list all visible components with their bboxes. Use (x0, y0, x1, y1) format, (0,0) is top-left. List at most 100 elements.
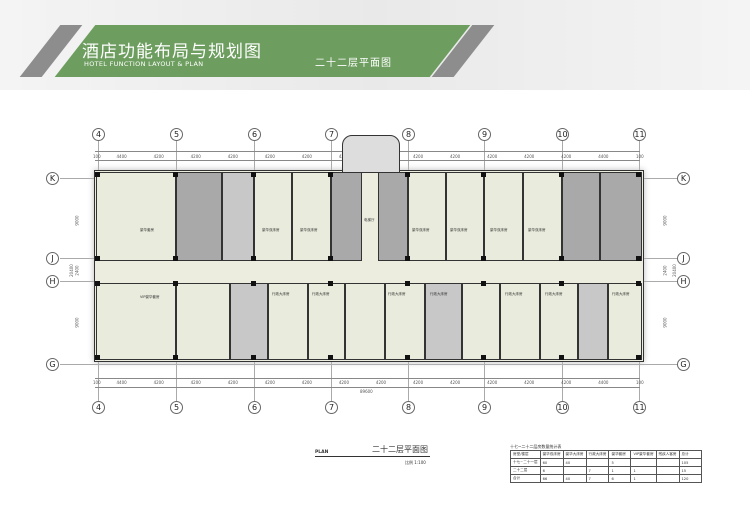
dimension-top: 4200 (524, 154, 535, 159)
dimension-top: 4200 (412, 154, 424, 159)
floor-cell: 二十二层 (510, 466, 541, 475)
structural-column (328, 355, 333, 360)
side-dimension: 20400 (68, 264, 74, 277)
structural-column (481, 172, 486, 177)
axis-bubble-right: K (677, 172, 690, 185)
room (96, 283, 176, 360)
dimension-top: 4200 (301, 154, 312, 159)
dim-line (95, 387, 640, 388)
count-cell (630, 458, 657, 467)
axis-line (60, 364, 680, 365)
dimension-top: 4200 (153, 154, 164, 159)
room-label: 豪华双床房 (412, 228, 430, 232)
structural-column (559, 256, 564, 261)
structural-column (95, 172, 100, 177)
room (500, 283, 540, 360)
room-label: 豪华双床房 (262, 228, 280, 232)
axis-bubble-top: 6 (248, 128, 261, 141)
room (176, 172, 222, 261)
structural-column (636, 281, 641, 286)
axis-bubble-top: 10 (556, 128, 569, 141)
dimension-top: 100 (636, 154, 644, 159)
structural-column (173, 281, 178, 286)
dimension-bottom: 4400 (598, 380, 609, 385)
room (378, 172, 408, 261)
dimension-bottom: 4400 (116, 380, 127, 385)
total-dimension: 89600 (362, 145, 375, 150)
room-label: 行政大床房 (612, 292, 630, 296)
dimension-top: 4200 (190, 154, 201, 159)
count-cell: 1 (630, 466, 657, 475)
dimension-bottom: 100 (93, 380, 101, 385)
room (600, 172, 642, 261)
dimension-top: 100 (93, 154, 101, 159)
dimension-bottom: 4200 (487, 380, 498, 385)
dimension-top: 4200 (227, 154, 238, 159)
room-table-title: 十七~二十二层房数量统计表 (510, 444, 562, 449)
table-header: 行政大床房 (585, 450, 610, 459)
room-label: 行政大床房 (388, 292, 406, 296)
structural-column (173, 355, 178, 360)
building-outline (94, 170, 644, 362)
corridor (96, 261, 642, 283)
axis-bubble-top: 4 (92, 128, 105, 141)
structural-column (559, 281, 564, 286)
count-cell (562, 466, 587, 475)
structural-column (173, 256, 178, 261)
structural-column (636, 355, 641, 360)
structural-column (95, 355, 100, 360)
axis-bubble-right: J (677, 252, 690, 265)
axis-bubble-bottom: 11 (633, 401, 646, 414)
count-cell: 60 (539, 458, 564, 467)
room-label: 行政大床房 (505, 292, 523, 296)
structural-column (95, 256, 100, 261)
structural-column (481, 355, 486, 360)
dimension-top: 4200 (487, 154, 498, 159)
dimension-bottom: 4200 (450, 380, 461, 385)
dimension-bottom: 100 (636, 380, 644, 385)
side-dimension: 20400 (671, 264, 677, 277)
axis-line (98, 141, 99, 401)
table-header: 豪华大床房 (562, 450, 587, 459)
side-dimension: 9000 (74, 215, 80, 226)
dimension-bottom: 4200 (338, 380, 350, 385)
axis-line (60, 258, 680, 259)
room (425, 283, 462, 360)
count-cell: 40 (562, 458, 587, 467)
side-dimension: 9000 (74, 317, 80, 328)
axis-line (254, 141, 255, 401)
dimension-top: 4200 (450, 154, 461, 159)
axis-bubble-bottom: 4 (92, 401, 105, 414)
structural-column (405, 281, 410, 286)
structural-column (95, 281, 100, 286)
room (408, 172, 446, 261)
axis-bubble-left: J (46, 252, 59, 265)
count-cell (655, 458, 680, 467)
side-dimension: 9000 (662, 215, 668, 226)
room-label: 豪华双床房 (450, 228, 468, 232)
axis-bubble-top: 9 (478, 128, 491, 141)
structural-column (405, 256, 410, 261)
dimension-top: 4400 (116, 154, 127, 159)
header-subtitle: HOTEL FUNCTION LAYOUT & PLAN (84, 60, 204, 68)
room (331, 172, 362, 261)
room (578, 283, 608, 360)
dimension-bottom: 4200 (375, 380, 387, 385)
room (540, 283, 578, 360)
dimension-bottom: 4200 (264, 380, 275, 385)
room-label: 行政大床房 (430, 292, 448, 296)
count-cell: 105 (678, 458, 702, 467)
structural-column (251, 355, 256, 360)
dimension-bottom: 4200 (190, 380, 201, 385)
count-cell: 1 (608, 466, 632, 475)
dimension-bottom: 4200 (412, 380, 424, 385)
room-label: 豪华双床房 (300, 228, 318, 232)
count-cell: 15 (678, 466, 702, 475)
room (608, 283, 642, 360)
axis-bubble-bottom: 7 (325, 401, 338, 414)
room (254, 172, 292, 261)
room (484, 172, 523, 261)
